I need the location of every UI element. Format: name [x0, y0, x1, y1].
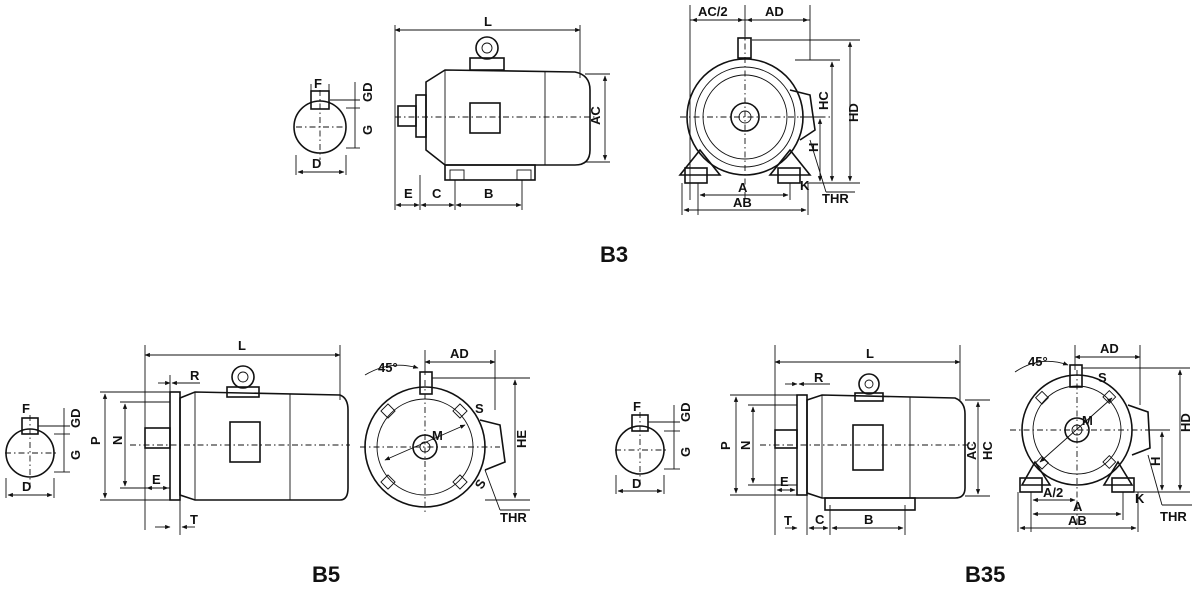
b5-title: B5 — [312, 562, 340, 587]
b5-shaft-gd-label: GD — [68, 409, 83, 429]
b35-front-ab-label: AB — [1068, 513, 1087, 528]
b3-side-c-label: C — [432, 186, 442, 201]
b3-side-e-label: E — [404, 186, 413, 201]
b35-shaft-f-label: F — [633, 399, 641, 414]
b35-side-c-label: C — [815, 512, 825, 527]
b5-shaft-f-label: F — [22, 401, 30, 416]
b5-shaft-section: F GD G D — [5, 401, 83, 498]
b35-front-view: AD 45° M S HD H A/2 A — [1010, 341, 1193, 532]
b3-side-l-label: L — [484, 14, 492, 29]
b5-front-thr-label: THR — [500, 510, 527, 525]
b35-side-ac-label: AC — [964, 441, 979, 460]
b35-front-a-label: A — [1073, 499, 1083, 514]
b35-title: B35 — [965, 562, 1005, 587]
b35-front-a-half-label: A/2 — [1043, 485, 1063, 500]
b3-side-ac-label: AC — [588, 106, 603, 125]
b3-front-h-label: H — [806, 143, 821, 152]
b35-front-thr-label: THR — [1160, 509, 1187, 524]
b35-side-n-label: N — [738, 441, 753, 450]
b5-side-t-label: T — [190, 512, 198, 527]
b3-shaft-f-label: F — [314, 76, 322, 91]
b35-shaft-d-label: D — [632, 476, 641, 491]
b35-front-ad-label: AD — [1100, 341, 1119, 356]
b35-shaft-g-label: G — [678, 447, 693, 457]
b35-front-h-label: H — [1148, 457, 1163, 466]
b35-side-t-label: T — [784, 513, 792, 528]
b35-shaft-gd-label: GD — [678, 403, 693, 423]
b5-front-view: AD 45° M S S HE THR — [360, 346, 530, 525]
b35-front-hd-label: HD — [1178, 413, 1193, 432]
b5-side-e-label: E — [152, 472, 161, 487]
b3-shaft-g-label: G — [360, 125, 375, 135]
b5-side-r-label: R — [190, 368, 200, 383]
b5-front-ad-label: AD — [450, 346, 469, 361]
b35-front-k-label: K — [1135, 491, 1145, 506]
b5-side-n-label: N — [110, 436, 125, 445]
b3-front-view: AC/2 AD HD HC H A AB K THR — [678, 4, 861, 215]
b35-front-m-label: M — [1082, 413, 1093, 428]
b5-side-view: L R P N E T — [88, 338, 350, 535]
b35-side-e-label: E — [780, 474, 789, 489]
b35-side-p-label: P — [718, 441, 733, 450]
b5-front-s2-label: S — [472, 476, 489, 491]
b35-shaft-section: F GD G D — [615, 399, 693, 494]
b3-front-ad-label: AD — [765, 4, 784, 19]
b3-front-thr-label: THR — [822, 191, 849, 206]
b5-shaft-d-label: D — [22, 479, 31, 494]
b3-front-ac-half-label: AC/2 — [698, 4, 728, 19]
b3-front-hc-label: HC — [816, 91, 831, 110]
b3-side-view: L AC E C B — [394, 14, 610, 210]
b35-side-l-label: L — [866, 346, 874, 361]
b5-front-angle-label: 45° — [378, 360, 398, 375]
b3-shaft-d-label: D — [312, 156, 321, 171]
b5-front-he-label: HE — [514, 430, 529, 448]
b3-front-a-label: A — [738, 180, 748, 195]
b3-title: B3 — [600, 242, 628, 267]
b35-side-hc-label: HC — [980, 441, 995, 460]
b35-front-s-label: S — [1098, 370, 1107, 385]
b3-shaft-gd-label: GD — [360, 83, 375, 103]
b5-front-m-label: M — [432, 428, 443, 443]
b5-front-s-label: S — [475, 401, 484, 416]
b3-front-k-label: K — [800, 178, 810, 193]
b3-side-b-label: B — [484, 186, 493, 201]
b35-side-b-label: B — [864, 512, 873, 527]
b3-shaft-section: F GD G D — [293, 76, 375, 175]
b3-front-hd-label: HD — [846, 103, 861, 122]
b35-side-view: L R P N E AC HC T C — [718, 345, 995, 535]
b5-shaft-g-label: G — [68, 450, 83, 460]
b35-front-angle-label: 45° — [1028, 354, 1048, 369]
b35-side-r-label: R — [814, 370, 824, 385]
b3-front-ab-label: AB — [733, 195, 752, 210]
b5-side-l-label: L — [238, 338, 246, 353]
b5-side-p-label: P — [88, 436, 103, 445]
